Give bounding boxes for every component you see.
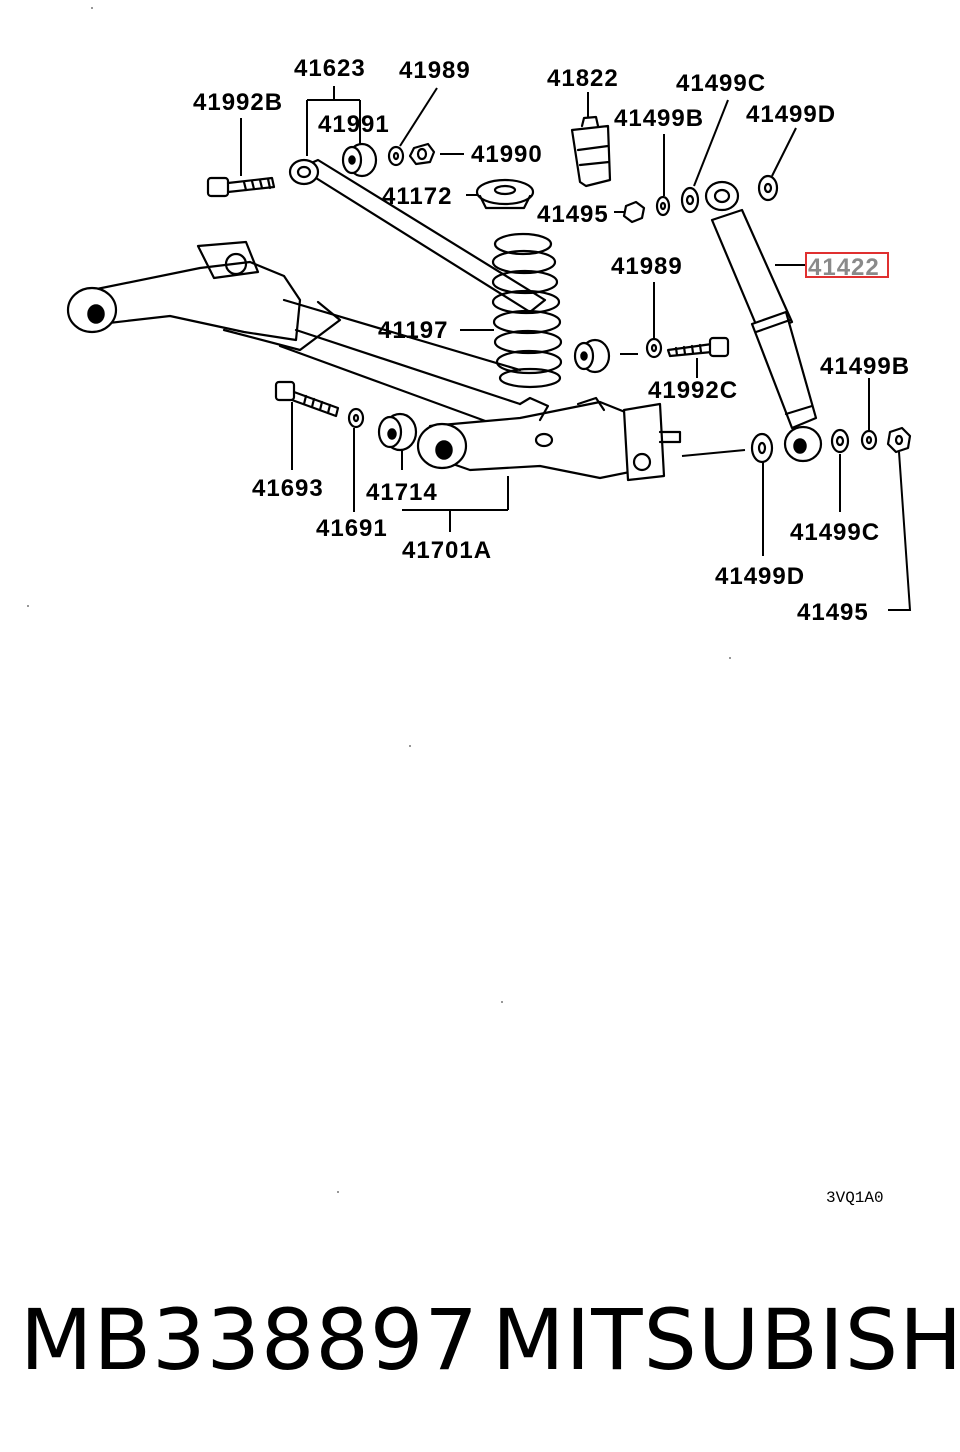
washer-41499B-bottom (860, 429, 878, 451)
label-41992C: 41992C (648, 377, 738, 404)
part-labels: 41623 41989 41822 41499C 41992B 41991 41… (193, 55, 910, 626)
washer-41499C-bottom (830, 428, 850, 454)
nut-41495-bottom (886, 426, 912, 454)
brand-name: MITSUBISHI (492, 1291, 960, 1389)
bolt-41992C (666, 336, 730, 358)
label-41992B: 41992B (193, 89, 283, 116)
bushing-41197-side (573, 338, 611, 374)
label-41693: 41693 (252, 475, 324, 502)
nut-41990 (408, 142, 436, 166)
label-41172: 41172 (382, 183, 452, 210)
label-41499C-bottom: 41499C (790, 519, 880, 546)
part-number: MB338897 (20, 1291, 479, 1389)
label-41701A: 41701A (402, 537, 492, 564)
drawing-code: 3VQ1A0 (826, 1189, 884, 1207)
bushing-41714 (377, 412, 418, 452)
label-41495-top: 41495 (537, 201, 609, 228)
label-41495-bottom: 41495 (797, 599, 869, 626)
scan-specks (27, 7, 731, 1193)
label-41499B-top: 41499B (614, 105, 704, 132)
highlight-box (805, 252, 889, 278)
label-41989-top: 41989 (399, 57, 471, 84)
washer-41691 (347, 407, 365, 429)
axle-beam-41701A (66, 240, 746, 482)
washer-41499D-top (757, 174, 779, 202)
part-drawings (66, 115, 912, 482)
label-41691: 41691 (316, 515, 388, 542)
label-41499B-bottom: 41499B (820, 353, 910, 380)
washer-41499C-top (680, 186, 700, 214)
label-41499C-top: 41499C (676, 70, 766, 97)
spring-seat-41172 (475, 178, 535, 210)
washer-41989-top (387, 145, 405, 167)
washer-41499D-bottom (750, 432, 774, 464)
label-41822: 41822 (547, 65, 619, 92)
bump-stop-41822 (570, 115, 612, 188)
label-41989-mid: 41989 (611, 253, 683, 280)
label-41623: 41623 (294, 55, 366, 82)
label-41197: 41197 (378, 317, 448, 344)
label-41499D-top: 41499D (746, 101, 836, 128)
nut-41495-top (622, 200, 646, 224)
washer-41989-mid (645, 337, 663, 359)
label-41499D-bottom: 41499D (715, 563, 805, 590)
washer-41499B-top (655, 195, 671, 217)
leader-lines (240, 86, 912, 611)
label-41714: 41714 (366, 479, 438, 506)
bushing-41991 (341, 142, 378, 178)
bolt-41693 (274, 380, 340, 418)
label-41990: 41990 (471, 141, 543, 168)
footer: MB338897 MITSUBISHI (0, 1290, 960, 1390)
label-41991: 41991 (318, 111, 390, 138)
shock-absorber-41422 (704, 180, 823, 463)
lateral-rod-41623 (288, 158, 547, 314)
coil-spring-41197 (491, 232, 563, 389)
label-41422: 41422 (808, 254, 880, 281)
bolt-41992B (206, 176, 276, 198)
